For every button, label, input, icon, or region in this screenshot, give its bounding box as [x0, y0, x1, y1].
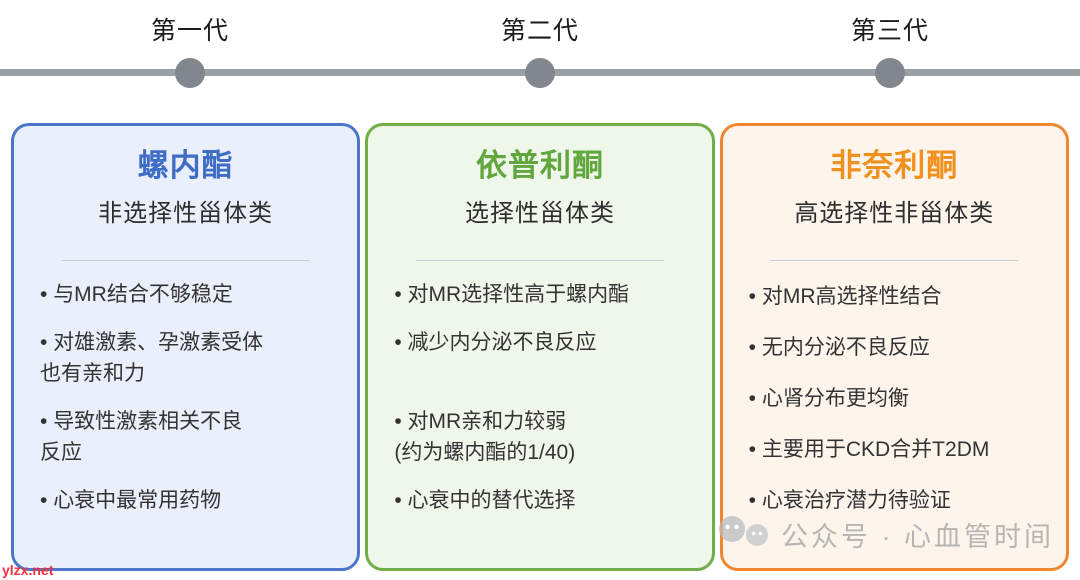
watermark-site: ylzx.net — [2, 562, 54, 578]
bullet-item: 无内分泌不良反应 — [749, 332, 1040, 363]
card-divider — [770, 260, 1019, 261]
bullet-item: 心肾分布更均衡 — [749, 383, 1040, 414]
bullet-item: 主要用于CKD合并T2DM — [749, 434, 1040, 465]
card-subtitle-finerenone: 高选择性非甾体类 — [794, 200, 995, 227]
bullet-list: 与MR结合不够稳定 对雄激素、孕激素受体 也有亲和力 导致性激素相关不良 反应 … — [38, 279, 333, 516]
bullet-item: 心衰中的替代选择 — [394, 485, 685, 516]
card-eplerenone: 依普利酮 选择性甾体类 对MR选择性高于螺内酯 减少内分泌不良反应 对MR亲和力… — [365, 123, 715, 571]
timeline-label-gen3: 第三代 — [850, 17, 930, 45]
bullet-item: 与MR结合不够稳定 — [40, 279, 331, 310]
bullet-item: 减少内分泌不良反应 — [394, 327, 685, 358]
timeline-item-gen1: 第一代 — [151, 0, 229, 88]
card-title-finerenone: 非奈利酮 — [830, 148, 959, 183]
bullet-item: 导致性激素相关不良 反应 — [40, 406, 331, 468]
card-divider — [415, 260, 665, 261]
bullet-item: 对雄激素、孕激素受体 也有亲和力 — [40, 327, 331, 389]
card-subtitle-spironolactone: 非选择性甾体类 — [98, 200, 274, 227]
comparison-cards: 螺内酯 非选择性甾体类 与MR结合不够稳定 对雄激素、孕激素受体 也有亲和力 导… — [11, 123, 1069, 571]
timeline-dot-gen2 — [524, 58, 555, 88]
bullet-item: 对MR选择性高于螺内酯 — [394, 279, 685, 310]
timeline-label-gen2: 第二代 — [500, 17, 580, 45]
timeline-item-gen2: 第二代 — [501, 0, 579, 88]
timeline: 第一代 第二代 第三代 — [0, 0, 1080, 112]
bullet-list: 对MR高选择性结合 无内分泌不良反应 心肾分布更均衡 主要用于CKD合并T2DM… — [747, 281, 1042, 516]
card-finerenone: 非奈利酮 高选择性非甾体类 对MR高选择性结合 无内分泌不良反应 心肾分布更均衡… — [719, 123, 1069, 571]
bullet-item: 心衰治疗潜力待验证 — [749, 485, 1040, 516]
bullet-item: 对MR亲和力较弱 (约为螺内酯的1/40) — [394, 406, 685, 468]
timeline-item-gen3: 第三代 — [851, 0, 929, 88]
bullet-list: 对MR选择性高于螺内酯 减少内分泌不良反应 对MR亲和力较弱 (约为螺内酯的1/… — [392, 279, 687, 516]
timeline-dot-gen3 — [874, 58, 905, 88]
bullet-item: 对MR高选择性结合 — [749, 281, 1040, 312]
card-title-spironolactone: 螺内酯 — [137, 148, 234, 183]
card-subtitle-eplerenone: 选择性甾体类 — [464, 200, 615, 227]
timeline-label-gen1: 第一代 — [150, 17, 230, 45]
bullet-item: 心衰中最常用药物 — [40, 485, 331, 516]
card-title-eplerenone: 依普利酮 — [475, 148, 604, 183]
card-divider — [61, 260, 310, 261]
timeline-dot-gen1 — [174, 58, 205, 88]
card-spironolactone: 螺内酯 非选择性甾体类 与MR结合不够稳定 对雄激素、孕激素受体 也有亲和力 导… — [11, 123, 361, 571]
